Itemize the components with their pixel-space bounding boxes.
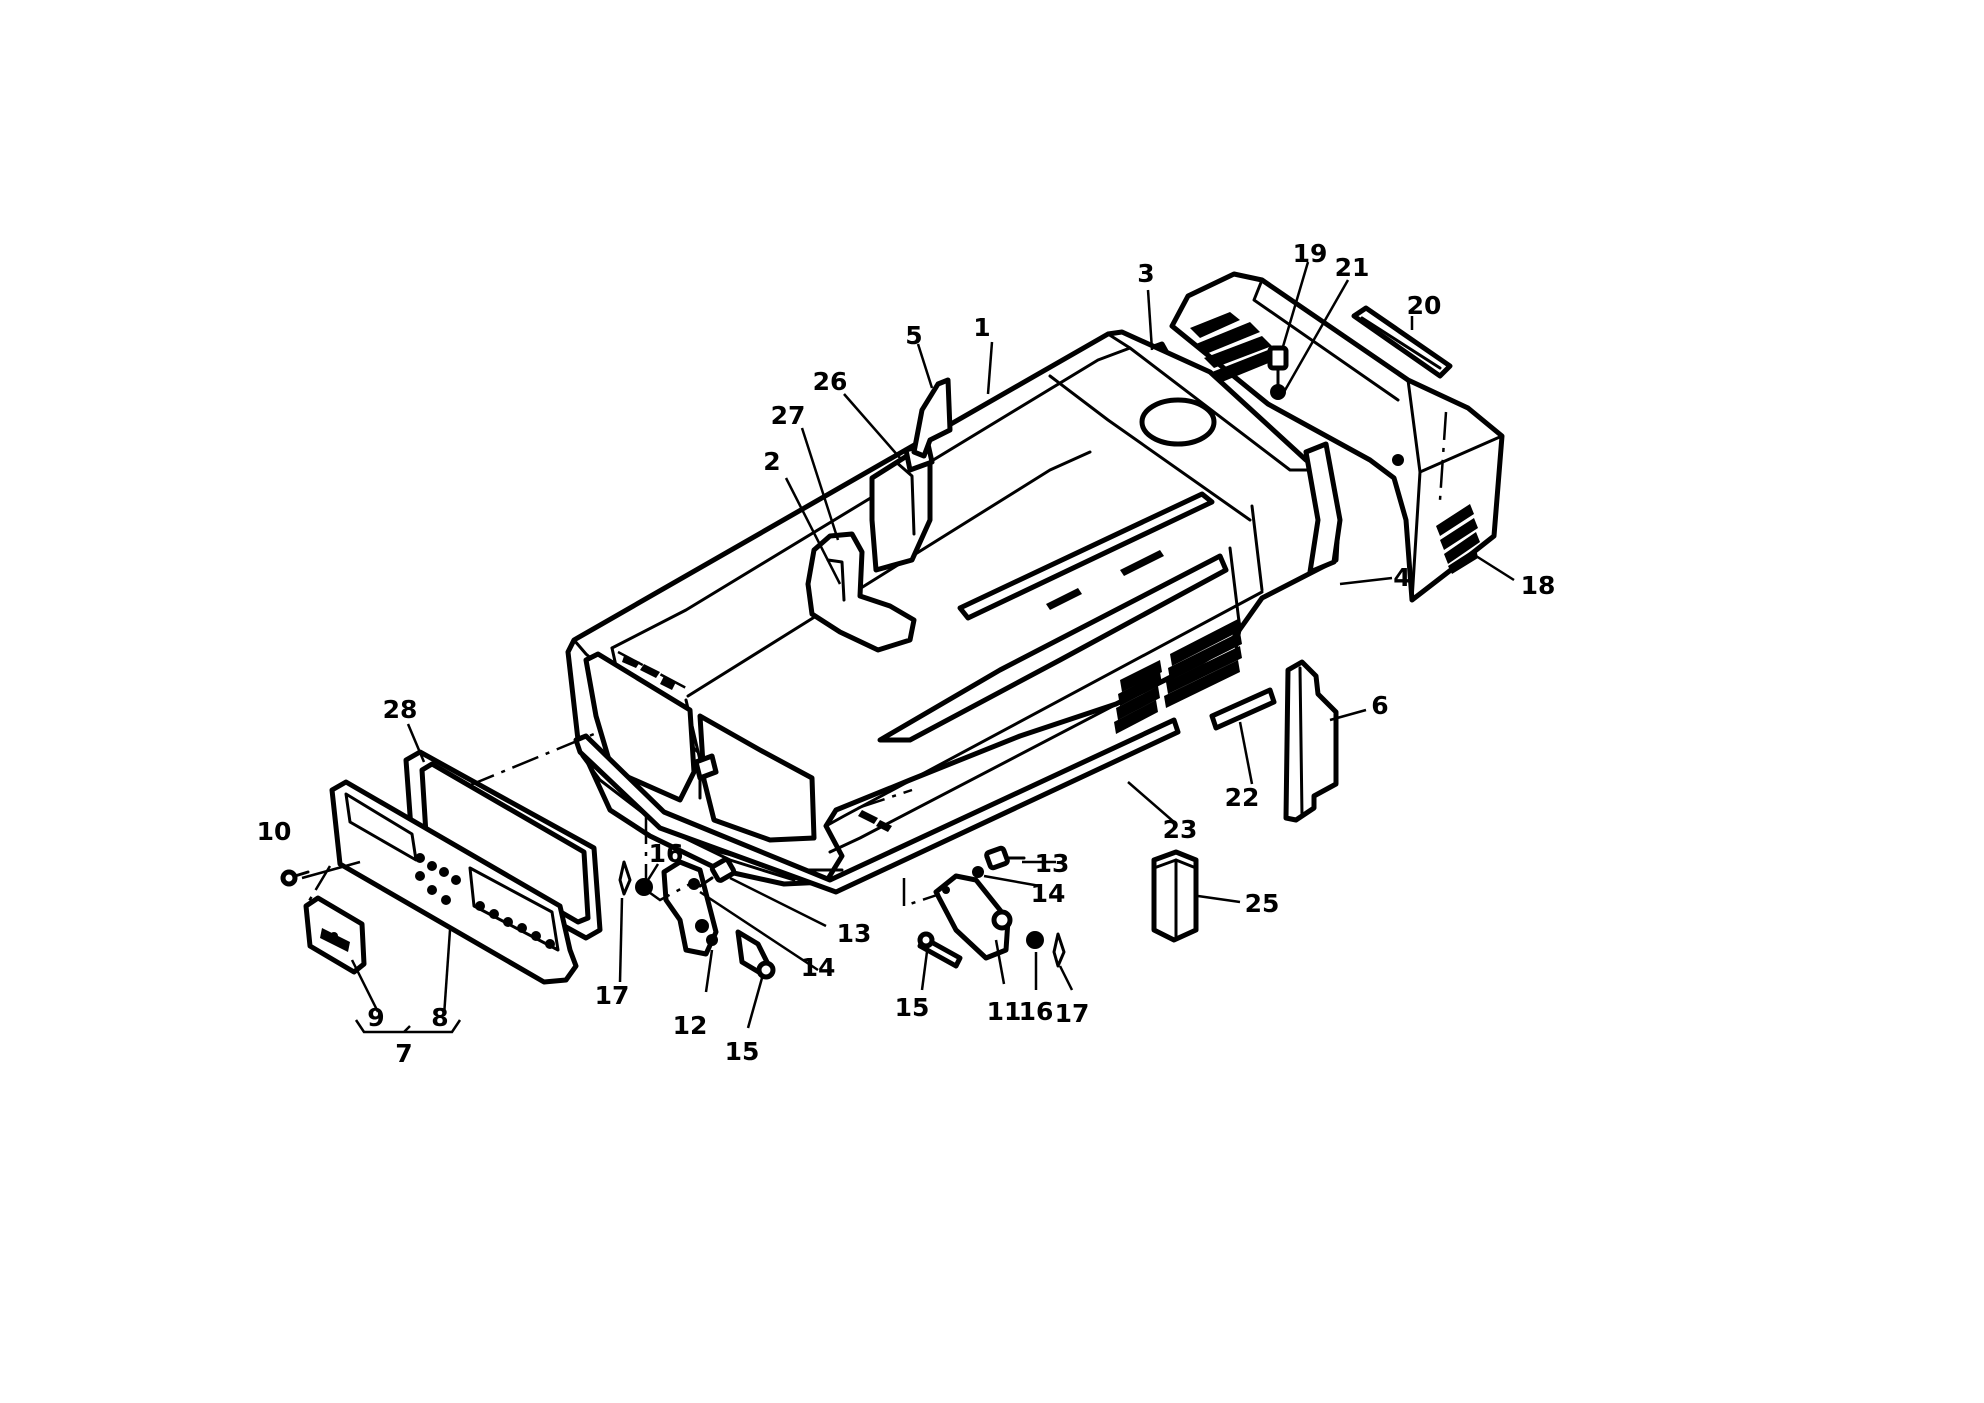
callout-22: 22	[1225, 783, 1260, 812]
callout-18: 18	[1521, 571, 1556, 600]
washer-part-21	[1270, 384, 1286, 400]
front-grille-part-8	[329, 779, 579, 985]
callout-11: 11	[987, 997, 1022, 1026]
washer-part-14-right	[972, 866, 984, 878]
seal-part-5	[911, 377, 953, 459]
bracket-part-12	[661, 859, 719, 957]
callout-13-left: 13	[837, 919, 872, 948]
callout-19: 19	[1293, 239, 1328, 268]
pin-part-15-right	[917, 931, 963, 969]
callout-16-left: 16	[649, 839, 684, 868]
front-badge-marking	[617, 650, 691, 692]
callout-28: 28	[383, 695, 418, 724]
callout-3: 3	[1137, 259, 1154, 288]
front-grille-teeth	[415, 853, 555, 949]
callout-14-left: 14	[801, 953, 836, 982]
clip-part-17-left	[618, 860, 632, 896]
callout-26: 26	[813, 367, 848, 396]
rear-panel-part-18	[1169, 271, 1505, 603]
callout-13-right: 13	[1035, 849, 1070, 878]
side-panel-part-6	[1283, 659, 1339, 823]
callout-20: 20	[1407, 291, 1442, 320]
callout-10: 10	[257, 817, 292, 846]
callout-14-right: 14	[1031, 879, 1066, 908]
bolt-part-13-right	[984, 845, 1026, 871]
callout-25: 25	[1245, 889, 1280, 918]
callout-23: 23	[1163, 815, 1198, 844]
callout-4: 4	[1393, 563, 1410, 592]
seal-part-27	[805, 531, 917, 653]
callout-labels: 1 2 3 4 5 6 7 8 9 10 11 12 13 13 14 14 1…	[257, 239, 1556, 1068]
washer-part-14-left	[688, 878, 700, 890]
callout-5: 5	[905, 321, 922, 350]
hood-side-grille	[1114, 618, 1242, 734]
leader-lines	[301, 261, 1515, 1034]
callout-21: 21	[1335, 253, 1370, 282]
pin-part-15-left	[735, 929, 776, 980]
bolt-part-19	[1267, 345, 1289, 388]
bracket-part-11	[933, 873, 1013, 961]
block-part-25	[1151, 849, 1199, 943]
callout-6: 6	[1371, 691, 1388, 720]
clip-part-17-right	[1052, 932, 1066, 968]
screw-part-10	[280, 869, 310, 887]
callout-15-left: 15	[725, 1037, 760, 1066]
callout-2: 2	[763, 447, 780, 476]
callout-27: 27	[771, 401, 806, 430]
assembly-center-lines	[304, 411, 1448, 908]
callout-7: 7	[395, 1039, 412, 1068]
strip-part-22	[1209, 687, 1277, 731]
callout-17-right: 17	[1055, 999, 1090, 1028]
trim-strip-part-20	[1351, 305, 1453, 379]
callout-1: 1	[973, 313, 990, 342]
callout-8: 8	[431, 1003, 448, 1032]
callout-9: 9	[367, 1003, 384, 1032]
washer-part-16-right	[1026, 931, 1044, 949]
side-badge-marking	[857, 788, 913, 832]
bolt-part-13-left	[698, 857, 737, 888]
callout-16-right: 16	[1019, 997, 1054, 1026]
callout-12: 12	[673, 1011, 708, 1040]
callout-17-left: 17	[595, 981, 630, 1010]
emblem-part-9	[303, 895, 367, 975]
rear-panel-vents	[1190, 312, 1480, 574]
rubber-strip-part-23	[573, 717, 1181, 895]
callout-15-right: 15	[895, 993, 930, 1022]
